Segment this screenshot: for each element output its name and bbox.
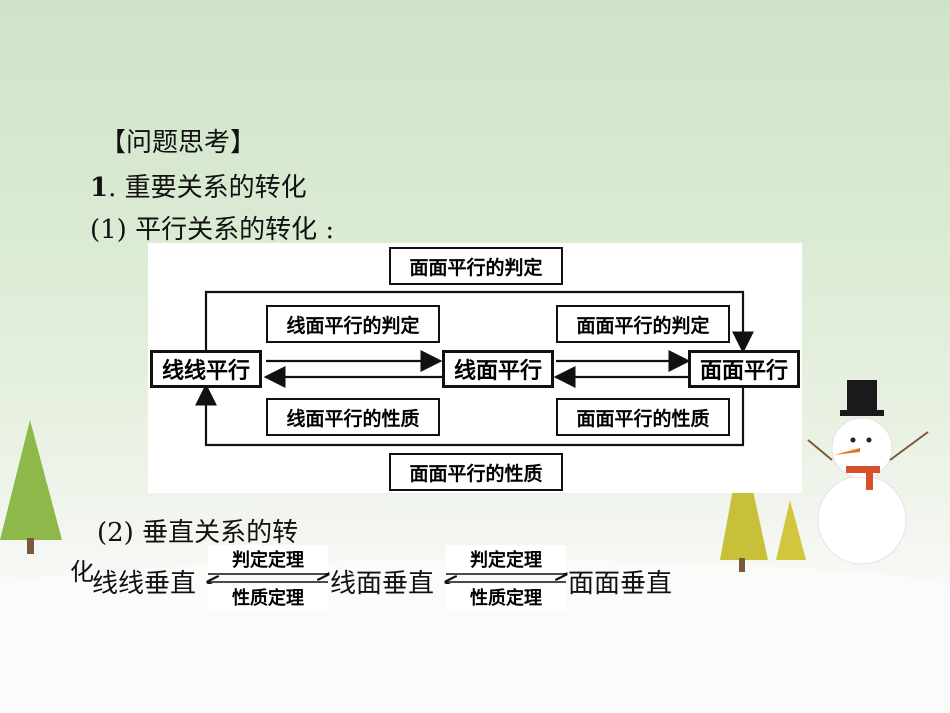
chain-node-line-line: 线线垂直 (92, 569, 197, 599)
node-plane-plane-parallel: 面面平行 (688, 350, 800, 388)
item1-number: 1 (90, 173, 109, 203)
sub2-title: (2) 垂直关系的转 (97, 518, 299, 548)
lower-right-label-box: 面面平行的性质 (556, 398, 730, 436)
diagram-arrows (195, 290, 754, 447)
item1-text: . 重要关系的转化 (108, 173, 307, 203)
left-tree-icon (0, 420, 62, 554)
arrow2-top-label: 判定定理 (446, 545, 566, 573)
sub2-title-continued: 化 (70, 558, 94, 586)
arrow1-top-label: 判定定理 (208, 545, 328, 573)
arrow1-bottom-label: 性质定理 (208, 584, 328, 610)
arrow2-bottom-label: 性质定理 (446, 584, 566, 610)
bottom-label-box: 面面平行的性质 (389, 453, 563, 491)
sub1-title: (1) 平行关系的转化 : (90, 215, 335, 245)
section-heading: 【问题思考】 (100, 128, 257, 158)
item1-title: 1. 重要关系的转化 (90, 167, 307, 204)
upper-left-label-box: 线面平行的判定 (266, 305, 440, 343)
snowman-icon (807, 380, 929, 565)
node-line-plane-parallel: 线面平行 (442, 350, 554, 388)
right-tree-icon (720, 440, 806, 572)
lower-left-label-box: 线面平行的性质 (266, 398, 440, 436)
chain-node-line-plane: 线面垂直 (330, 569, 435, 599)
upper-right-label-box: 面面平行的判定 (556, 305, 730, 343)
node-line-line-parallel: 线线平行 (150, 350, 262, 388)
chain-node-plane-plane: 面面垂直 (568, 569, 673, 599)
top-label-box: 面面平行的判定 (389, 247, 563, 285)
parallel-relation-diagram: 面面平行的判定 面面平行的性质 线面平行的判定 面面平行的判定 线面平行的性质 … (148, 243, 802, 493)
